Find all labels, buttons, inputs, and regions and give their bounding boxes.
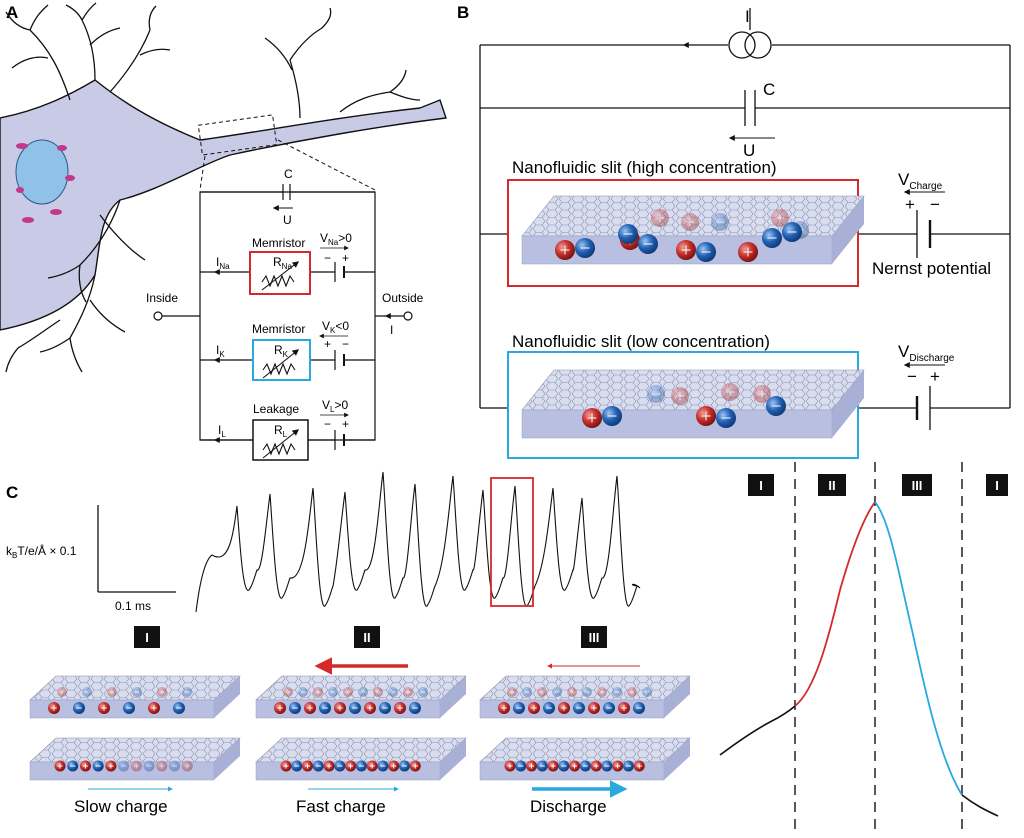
voltage-na-label: VNa>0 [320, 231, 352, 247]
memristor-na-title: Memristor [252, 236, 305, 250]
phase-badge-right-4: I [986, 474, 1008, 496]
organelles [16, 143, 75, 223]
voltage-na-minus: − [324, 251, 331, 265]
v-charge-label: VCharge [898, 170, 943, 192]
phase-badge-1: I [134, 626, 160, 648]
inside-label: Inside [146, 291, 178, 305]
discharge-minus: − [907, 367, 917, 386]
neuron-drawing [0, 2, 447, 373]
current-l-label: IL [218, 423, 226, 439]
slit-low-title: Nanofluidic slit (low concentration) [512, 332, 770, 351]
current-k-label: IK [216, 343, 225, 359]
zoom-spike-slow [719, 705, 796, 756]
nernst-label: Nernst potential [872, 259, 991, 278]
voltage-k-label: VK<0 [322, 319, 349, 335]
voltage-l-label: VL>0 [322, 398, 348, 414]
memristor-k-box [252, 339, 311, 381]
phase-badge-3: III [581, 626, 607, 648]
voltage-na-plus: + [342, 251, 349, 265]
slit-low-slab [521, 369, 865, 439]
memristor-k-title: Memristor [252, 322, 305, 336]
leakage-title: Leakage [253, 402, 299, 416]
capacitor-label-a: C [284, 167, 293, 181]
voltage-label-b: U [743, 141, 755, 160]
leakage-box [252, 419, 309, 461]
caption-discharge: Discharge [530, 797, 607, 816]
phase-badge-right-2: II [818, 474, 846, 496]
current-label-b: I [745, 7, 750, 26]
svg-text:III: III [912, 478, 923, 493]
current-na-label: INa [216, 255, 230, 271]
slit-high-slab [521, 195, 865, 265]
slit-high-frame [507, 179, 859, 287]
charge-plus: + [905, 195, 915, 214]
leakage-r: RL [274, 423, 288, 439]
charge-minus: − [930, 195, 940, 214]
panel-c: C kBT/e/Å × 0.1 0.1 ms I II III Slow cha… [6, 462, 1008, 834]
panel-a: A [0, 2, 447, 461]
svg-text:I: I [995, 478, 999, 493]
dendrites [5, 2, 421, 373]
svg-text:I: I [145, 630, 149, 645]
panel-b-label: B [457, 3, 469, 22]
memristor-na-box [249, 251, 311, 295]
nucleus [15, 139, 69, 205]
voltage-k-plus: + [324, 337, 331, 351]
voltage-l-plus: + [342, 417, 349, 431]
panel-a-label: A [6, 3, 18, 22]
phase-badge-2: II [354, 626, 380, 648]
memristor-k-r: RK [274, 343, 289, 359]
trace-ylabel: kBT/e/Å × 0.1 [6, 543, 77, 560]
outside-label: Outside [382, 291, 424, 305]
phase-dividers [794, 462, 963, 834]
neuron-soma [0, 79, 447, 331]
v-discharge-label: VDischarge [898, 342, 955, 364]
current-i-label-a: I [390, 323, 393, 337]
svg-text:II: II [828, 478, 835, 493]
spike-train-trace [195, 471, 641, 613]
resistor-zigzags [261, 261, 300, 459]
svg-text:I: I [759, 478, 763, 493]
discharge-plus: + [930, 367, 940, 386]
svg-text:II: II [363, 630, 370, 645]
slit-high-title: Nanofluidic slit (high concentration) [512, 158, 777, 177]
zoom-spike-tail [961, 794, 999, 817]
svg-text:III: III [589, 630, 600, 645]
zoom-spike-fall [874, 501, 963, 796]
trace-xscale: 0.1 ms [115, 599, 151, 613]
voltage-k-minus: − [342, 337, 349, 351]
voltage-l-minus: − [324, 417, 331, 431]
mini-slabs [29, 675, 691, 781]
caption-fast-charge: Fast charge [296, 797, 386, 816]
caption-slow-charge: Slow charge [74, 797, 168, 816]
voltage-label-a: U [283, 213, 292, 227]
phase-badge-right-1: I [748, 474, 774, 496]
zoom-box [197, 114, 278, 156]
phase-badge-right-3: III [902, 474, 932, 496]
capacitor-label-b: C [763, 80, 775, 99]
zoom-spike-rise [794, 501, 876, 707]
panel-c-label: C [6, 483, 18, 502]
panel-b: B I C U Nanofluidic slit (high concentra… [457, 3, 1011, 459]
highlight-spike-box [490, 477, 534, 607]
memristor-na-r: RNa [273, 255, 292, 271]
